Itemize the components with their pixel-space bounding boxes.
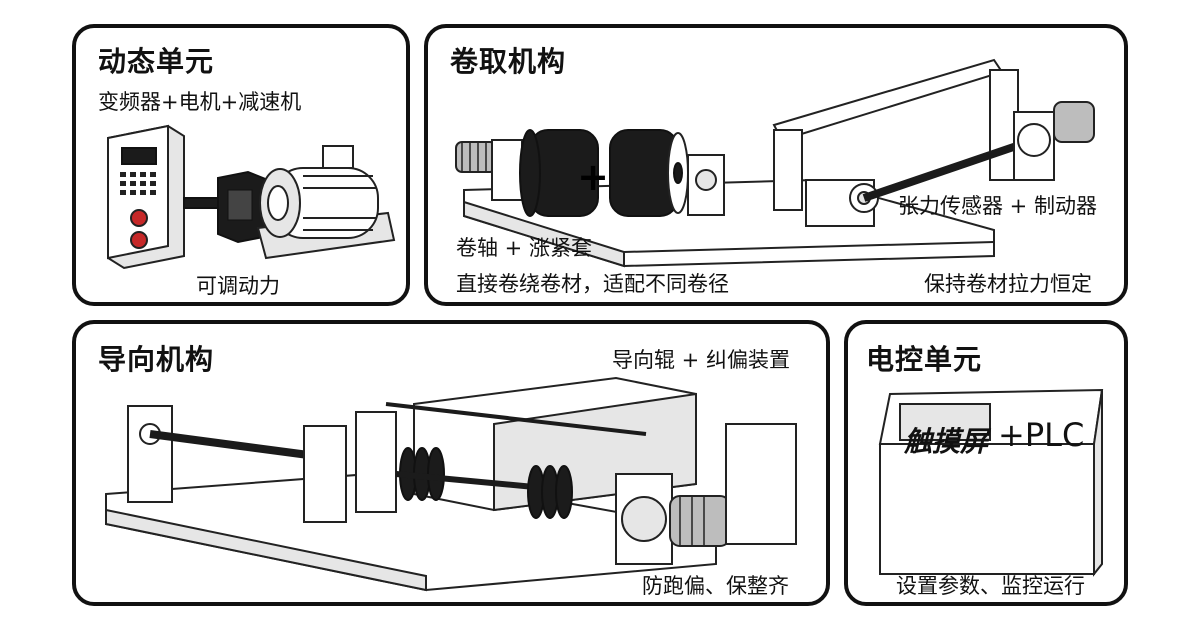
dynamic-unit-caption: 可调动力 bbox=[196, 274, 280, 298]
tension-sensor-brake bbox=[805, 179, 879, 227]
guide-machine-illustration bbox=[105, 376, 797, 592]
shaft-expansion-label: 卷轴 + 涨紧套 bbox=[456, 236, 592, 260]
dynamic-unit-title: 动态单元 bbox=[98, 45, 215, 78]
dynamic-unit-panel: 动态单元 变频器+电机+减速机 bbox=[72, 24, 410, 306]
motor-drive-illustration bbox=[107, 124, 396, 270]
dynamic-unit-subtitle: 变频器+电机+减速机 bbox=[98, 90, 302, 114]
shaft-expansion-desc: 直接卷绕卷材，适配不同卷径 bbox=[456, 272, 729, 296]
guide-mechanism-title: 导向机构 bbox=[98, 343, 215, 376]
winding-mechanism-title: 卷取机构 bbox=[450, 45, 567, 78]
touch-screen bbox=[899, 403, 991, 441]
guide-base-frame bbox=[105, 470, 717, 592]
winding-roll-right bbox=[609, 129, 689, 217]
guide-mechanism-panel: 导向机构 导向辊 + 纠偏装置 bbox=[72, 320, 830, 606]
sensor-brake-label: 张力传感器 + 制动器 bbox=[898, 194, 1097, 218]
control-unit-panel: 电控单元 触摸屏 +PLC 设置参数、监控运行 bbox=[844, 320, 1128, 606]
control-unit-title: 电控单元 bbox=[866, 343, 983, 376]
roll-plus-sign: + bbox=[577, 155, 609, 199]
touch-screen-text: 触摸屏 bbox=[904, 425, 989, 458]
control-unit-caption: 设置参数、监控运行 bbox=[896, 574, 1085, 598]
guide-mechanism-caption: 防跑偏、保整齐 bbox=[642, 574, 789, 598]
guide-roller-label: 导向辊 + 纠偏装置 bbox=[612, 348, 790, 372]
correction-motor bbox=[615, 423, 797, 565]
guide-roller-right bbox=[527, 465, 573, 519]
control-cabinet-illustration bbox=[878, 388, 1104, 577]
motor bbox=[256, 145, 396, 260]
winding-roll-left bbox=[519, 129, 599, 217]
winding-machine-illustration: + bbox=[455, 58, 1095, 268]
right-motor bbox=[1013, 101, 1095, 181]
sensor-brake-desc: 保持卷材拉力恒定 bbox=[924, 272, 1092, 296]
winding-mechanism-panel: 卷取机构 + bbox=[424, 24, 1128, 306]
gearbox bbox=[217, 170, 269, 244]
inverter-cabinet bbox=[107, 124, 185, 270]
plc-text: +PLC bbox=[998, 416, 1085, 454]
